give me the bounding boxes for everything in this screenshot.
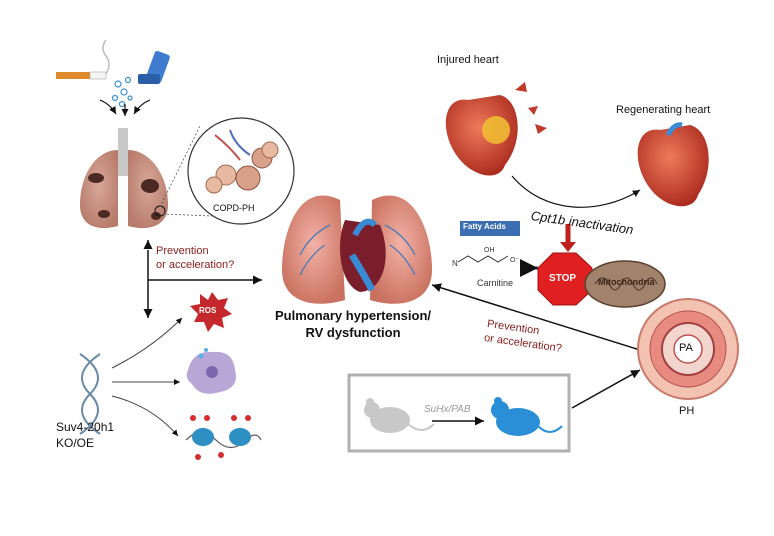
fatty-acids-box bbox=[460, 221, 520, 236]
fatty-acids-label: Fatty Acids bbox=[463, 222, 506, 231]
injured-heart-icon bbox=[445, 82, 547, 176]
lungs-icon bbox=[80, 128, 168, 229]
macrophage-icon bbox=[186, 348, 236, 394]
svg-text:OH: OH bbox=[484, 247, 495, 254]
injured-heart-label: Injured heart bbox=[437, 54, 499, 66]
mouse-model-box bbox=[347, 373, 571, 453]
suv-label-line1: Suv4-20h1 bbox=[56, 420, 115, 434]
pa-label: PA bbox=[679, 342, 693, 354]
regenerating-heart-icon bbox=[637, 122, 709, 207]
stop-sign-icon bbox=[537, 252, 593, 306]
prevention-left-line1: Prevention bbox=[156, 245, 209, 257]
regenerating-heart-label: Regenerating heart bbox=[616, 104, 711, 116]
svg-text:O⁻: O⁻ bbox=[510, 257, 519, 264]
copd-ph-label: COPD-PH bbox=[213, 203, 255, 213]
mitochondria-icon bbox=[584, 260, 666, 308]
svg-text:N: N bbox=[452, 259, 458, 268]
inhaler-icon bbox=[138, 51, 170, 84]
aerosol-bubbles bbox=[111, 76, 133, 108]
stop-label: STOP bbox=[549, 273, 577, 284]
dna-icon bbox=[79, 353, 101, 435]
copd-alveoli-icon bbox=[159, 117, 295, 225]
carnitine-label: Carnitine bbox=[477, 278, 514, 288]
blue-mouse-icon bbox=[491, 397, 563, 436]
ph-label: PH bbox=[679, 405, 695, 417]
prevention-right-arrow bbox=[431, 283, 641, 351]
ros-burst-icon bbox=[190, 292, 232, 332]
box-to-pa-arrow bbox=[571, 369, 641, 409]
cigarette-icon bbox=[56, 39, 110, 80]
gray-mouse-icon bbox=[364, 398, 435, 433]
inflow-arrows bbox=[99, 99, 151, 116]
ros-label: ROS bbox=[199, 306, 217, 315]
suv-label-line2: KO/OE bbox=[56, 436, 95, 450]
cpt1b-arrow bbox=[511, 175, 641, 208]
carnitine-structure: N OH O⁻ bbox=[452, 247, 519, 268]
dna-fan-arrows bbox=[111, 317, 183, 437]
mitochondria-label: Mitochondria bbox=[598, 277, 655, 287]
prevention-left-line2: or acceleration? bbox=[156, 259, 235, 271]
nucleosome-icon bbox=[185, 415, 262, 460]
pulmonary-artery-icon bbox=[637, 298, 739, 400]
suhx-label: SuHx/PAB bbox=[424, 404, 471, 415]
prevention-left-arrows bbox=[143, 240, 262, 318]
ph-title-line2: RV dysfunction bbox=[305, 325, 401, 340]
central-lungs-heart-icon bbox=[282, 195, 432, 304]
ph-title-line1: Pulmonary hypertension/ bbox=[274, 308, 432, 323]
